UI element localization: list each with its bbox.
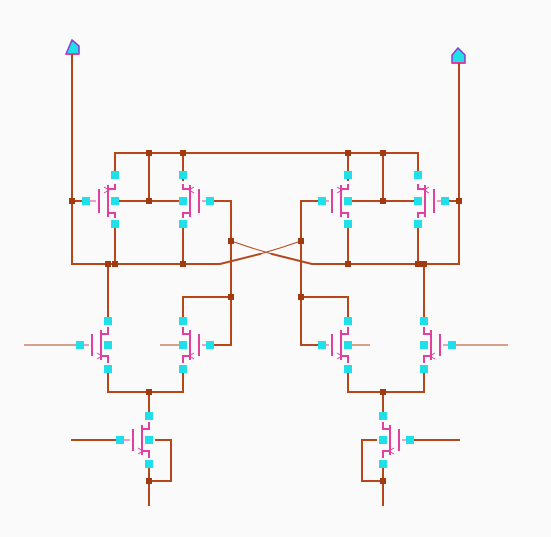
pmos-transistor-2[interactable] [179,171,214,228]
pmos-transistor-1[interactable] [82,171,119,228]
nmos-input-transistor-1[interactable] [76,317,112,373]
pmos-transistor-3[interactable] [318,171,352,228]
nmos-tail-transistor-right[interactable] [379,412,414,468]
nmos-input-transistor-3[interactable] [318,317,352,373]
output-port-right[interactable] [451,46,466,64]
nmos-input-transistor-4[interactable] [420,317,456,373]
junction-dots [69,150,462,484]
nmos-tail-transistor-left[interactable] [116,412,153,468]
pmos-transistor-4[interactable] [414,171,449,228]
output-port-left[interactable] [64,38,80,55]
pentagon-port-icon [451,46,466,64]
wire-network [24,54,508,506]
pentagon-port-icon [64,38,80,55]
nmos-input-transistor-2[interactable] [179,317,214,373]
